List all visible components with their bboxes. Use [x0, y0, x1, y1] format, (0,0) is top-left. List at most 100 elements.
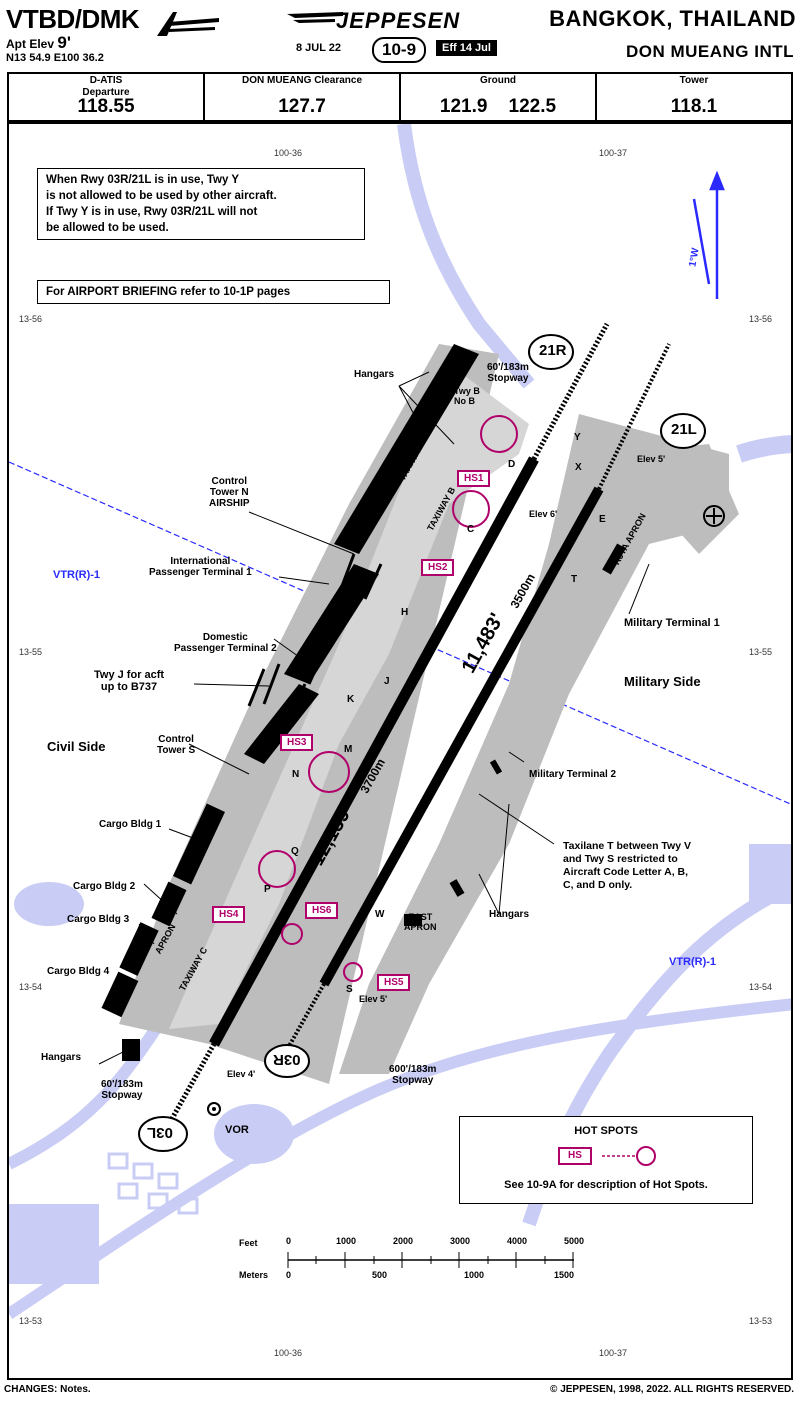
airport-name: DON MUEANG INTL: [625, 42, 794, 61]
tick-lat: 13-56: [749, 314, 773, 324]
label-twy-p: P: [264, 884, 271, 895]
stopway-21r: [531, 322, 610, 461]
tick-lat: 13-54: [749, 982, 773, 992]
freq-label: D-ATIS Departure: [82, 75, 130, 98]
label-military-side: Military Side: [624, 674, 701, 689]
radar-icon: [703, 505, 725, 527]
frequency-bar: D-ATIS Departure 118.55 DON MUEANG Clear…: [7, 72, 793, 122]
label-elev-5: Elev 5': [637, 454, 666, 464]
military-apron: [339, 414, 729, 1074]
legend-desc: See 10-9A for description of Hot Spots.: [504, 1179, 708, 1191]
runway-use-note: When Rwy 03R/21L is in use, Twy Y is not…: [37, 168, 365, 240]
label-vtr-left: VTR(R)-1: [53, 569, 101, 581]
label-hangars-top: Hangars: [354, 369, 395, 380]
freq-tower: Tower 118.1: [597, 74, 791, 120]
tick-lat: 13-53: [19, 1316, 43, 1326]
scale-meter-ticks: 0 500 1000 1500: [284, 1270, 584, 1282]
legend-sample: HS: [558, 1147, 592, 1165]
label-twy-m: M: [344, 744, 353, 755]
label-cargo-2: Cargo Bldg 2: [73, 881, 136, 892]
scale-ruler: [287, 1252, 574, 1268]
north-arrow-icon: [692, 170, 725, 299]
freq-atis: D-ATIS Departure 118.55: [9, 74, 205, 120]
freq-value: 127.7: [278, 96, 326, 117]
label-cargo-3: Cargo Bldg 3: [67, 914, 130, 925]
apt-elev-label: Apt Elev: [6, 37, 55, 51]
hot-spot-label: HS5: [377, 974, 411, 991]
label-stopway-se: 600'/183m Stopway: [389, 1064, 437, 1086]
label-civil-side: Civil Side: [47, 739, 106, 754]
freq-value: 118.1: [670, 96, 718, 117]
scale-tick: 3000: [450, 1236, 471, 1246]
label-vtr-right: VTR(R)-1: [669, 956, 717, 968]
label-twy-c: C: [467, 524, 475, 535]
tick-lat: 13-56: [19, 314, 43, 324]
tick-lon: 100-37: [599, 1348, 628, 1358]
stopway-03l: [166, 1042, 217, 1126]
label-twy-t-note: Taxilane T between Twy V and Twy S restr…: [563, 840, 691, 891]
jeppesen-wing-icon: [287, 12, 343, 23]
scale-meters-label: Meters: [239, 1270, 269, 1280]
vor-icon: [207, 1102, 221, 1116]
freq-clearance: DON MUEANG Clearance 127.7: [205, 74, 401, 120]
label-twy-j-note: Twy J for acft up to B737: [94, 669, 165, 693]
chart-number: 10-9: [372, 37, 427, 63]
label-elev-5b: Elev 5': [359, 994, 388, 1004]
tick-lat: 13-55: [19, 647, 43, 657]
label-twy-q: Q: [291, 846, 299, 857]
label-hangars-se: Hangars: [489, 909, 530, 920]
chart-header: VTBD/DMK Apt Elev 9' N13 54.9 E100 36.2 …: [0, 0, 800, 70]
label-twy-h: H: [401, 607, 409, 618]
label-twy-d: D: [508, 459, 516, 470]
label-elev-4: Elev 4': [227, 1069, 256, 1079]
freq-label: DON MUEANG Clearance: [241, 75, 363, 86]
scale-tick: 0: [286, 1270, 292, 1280]
hot-spot-label: HS1: [457, 470, 491, 487]
label-east-apron: EAST APRON: [404, 912, 437, 932]
footer-changes: CHANGES: Notes.: [4, 1384, 91, 1395]
terminal-buildings: [101, 344, 626, 1061]
hot-spot-label: HS3: [280, 734, 314, 751]
label-vor: VOR: [225, 1124, 249, 1136]
tick-lat: 13-53: [749, 1316, 773, 1326]
footer-copyright: © JEPPESEN, 1998, 2022. ALL RIGHTS RESER…: [550, 1384, 794, 1395]
label-twy-x: X: [575, 462, 582, 473]
effective-date: Eff 14 Jul: [436, 40, 497, 56]
hot-spots-legend: HOT SPOTS HS See 10-9A for description o…: [459, 1116, 753, 1204]
tick-lat: 13-55: [749, 647, 773, 657]
label-twy-j: J: [384, 676, 390, 687]
scale-tick: 2000: [393, 1236, 414, 1246]
airline-logo-icon: [157, 12, 219, 36]
label-dom-terminal: Domestic Passenger Terminal 2: [174, 632, 277, 654]
buildings-sw: [107, 1152, 199, 1215]
label-stopway-ne: 60'/183m Stopway: [487, 362, 529, 384]
label-cargo-4: Cargo Bldg 4: [47, 966, 110, 977]
label-control-tower-n: Control Tower N AIRSHIP: [209, 476, 250, 509]
label-twy-b: Twy B No B: [454, 386, 480, 406]
tick-lon: 100-36: [274, 1348, 303, 1358]
tick-lon: 100-37: [599, 148, 628, 158]
freq-label: Ground: [479, 75, 517, 86]
hot-spot-label: HS6: [305, 902, 339, 919]
freq-value: 121.9 122.5: [439, 96, 557, 117]
label-twy-y: Y: [574, 432, 581, 443]
chart-footer: CHANGES: Notes. © JEPPESEN, 1998, 2022. …: [0, 1382, 800, 1401]
freq-label: Tower: [679, 75, 709, 86]
rwy-03l-label: 03L: [147, 1124, 173, 1141]
diagram-graphics: [9, 124, 791, 1319]
scale-tick: 5000: [564, 1236, 585, 1246]
military-apron-ne: [609, 444, 739, 554]
hot-spot-label: HS4: [212, 906, 246, 923]
label-stopway-sw: 60'/183m Stopway: [101, 1079, 143, 1101]
label-mil-terminal-2: Military Terminal 2: [529, 769, 617, 780]
scale-feet-label: Feet: [239, 1238, 258, 1248]
freq-ground: Ground 121.9 122.5: [401, 74, 597, 120]
scale-tick: 1500: [554, 1270, 575, 1280]
label-twy-e: E: [599, 514, 606, 525]
tick-lat: 13-54: [19, 982, 43, 992]
leader-lines: [98, 371, 650, 1065]
hot-spot-circles: [258, 415, 518, 982]
apt-elev-value: 9': [57, 33, 71, 52]
airport-ident: VTBD/DMK: [6, 4, 140, 34]
label-elev-6: Elev 6': [529, 509, 558, 519]
